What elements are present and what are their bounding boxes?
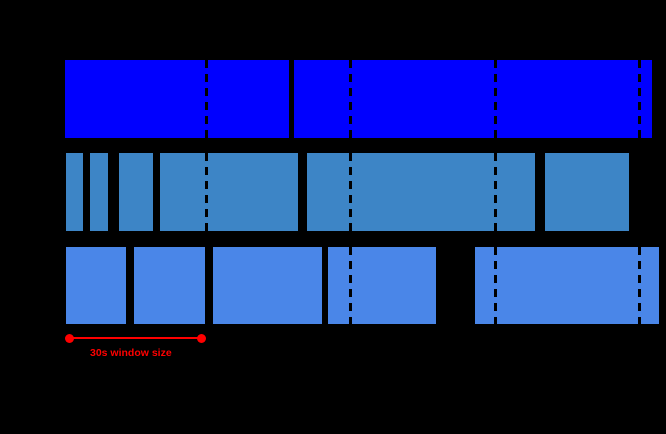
- track-3-segment: [66, 247, 126, 324]
- window-boundary-dashed-line: [349, 153, 352, 234]
- track-2-segment: [66, 153, 83, 231]
- track-3-segment: [328, 247, 436, 324]
- track-3-segment: [475, 247, 659, 324]
- window-boundary-dashed-line: [638, 247, 641, 327]
- window-boundary-dashed-line: [349, 247, 352, 327]
- window-boundary-dashed-line: [494, 60, 497, 141]
- track-2-segment: [119, 153, 153, 231]
- window-boundary-dashed-line: [349, 60, 352, 141]
- track-2-segment: [545, 153, 629, 231]
- window-boundary-dashed-line: [494, 153, 497, 234]
- window-size-label: 30s window size: [90, 347, 172, 359]
- track-2-segment: [90, 153, 108, 231]
- track-2-segment: [307, 153, 535, 231]
- window-size-arrow-line: [69, 337, 202, 339]
- window-size-arrow-right-endpoint: [197, 334, 206, 343]
- track-1-segment: [65, 60, 289, 138]
- track-2-segment: [160, 153, 298, 231]
- track-3-segment: [213, 247, 322, 324]
- window-boundary-dashed-line: [638, 60, 641, 141]
- window-boundary-dashed-line: [205, 153, 208, 234]
- track-1-segment: [294, 60, 652, 138]
- track-3-segment: [134, 247, 205, 324]
- window-size-arrow-left-endpoint: [65, 334, 74, 343]
- window-boundary-dashed-line: [494, 247, 497, 327]
- window-boundary-dashed-line: [205, 60, 208, 141]
